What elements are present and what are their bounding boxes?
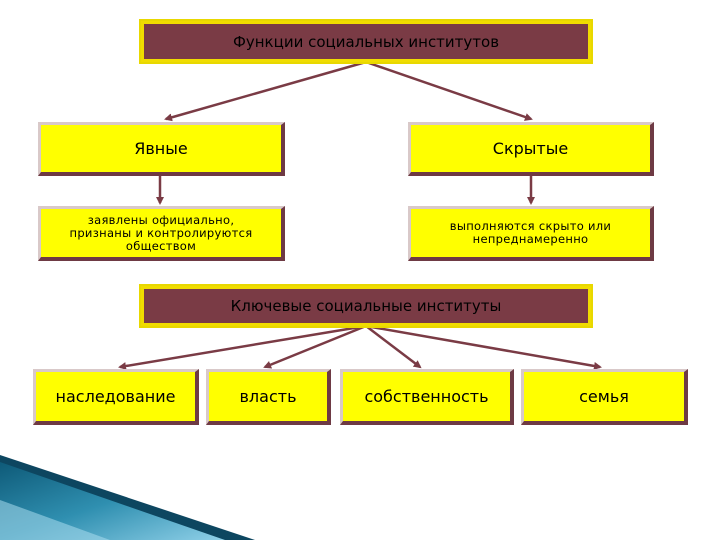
arrow-to-explicit bbox=[164, 60, 367, 122]
institution-inheritance-box: наследование bbox=[33, 369, 199, 425]
explicit-box: Явные bbox=[38, 122, 285, 176]
arrow-to-hidden bbox=[365, 60, 533, 121]
corner-swoosh-highlight bbox=[0, 500, 110, 540]
institution-family: семья bbox=[579, 387, 629, 406]
explicit-desc-line3: обществом bbox=[125, 238, 197, 253]
explicit-desc-line2: признаны и контролируются bbox=[69, 225, 253, 240]
hidden-label: Скрытые bbox=[492, 139, 569, 158]
functions-title-box: Функции социальных институтов bbox=[139, 19, 593, 64]
arrow-to-family bbox=[365, 324, 602, 370]
explicit-desc-box: заявлены официально, признаны и контроли… bbox=[38, 206, 285, 261]
institution-power: власть bbox=[239, 387, 297, 406]
institution-family-box: семья bbox=[521, 369, 688, 425]
arrow-to-property bbox=[365, 325, 422, 369]
hidden-desc-box: выполняются скрыто или непреднамеренно bbox=[408, 206, 654, 261]
institution-property-box: собственность bbox=[340, 369, 514, 425]
functions-title: Функции социальных институтов bbox=[232, 32, 500, 51]
institution-property: собственность bbox=[364, 387, 489, 406]
institution-inheritance: наследование bbox=[55, 387, 176, 406]
key-institutions-title: Ключевые социальные институты bbox=[230, 297, 502, 315]
arrow-to-inheritance bbox=[118, 324, 367, 370]
explicit-desc-line1: заявлены официально, bbox=[87, 212, 235, 227]
hidden-desc-line2: непреднамеренно bbox=[472, 232, 589, 246]
explicit-label: Явные bbox=[134, 139, 188, 158]
hidden-desc-line1: выполняются скрыто или bbox=[449, 219, 612, 233]
hidden-box: Скрытые bbox=[408, 122, 654, 176]
arrow-to-power bbox=[263, 324, 367, 369]
institution-power-box: власть bbox=[206, 369, 331, 425]
key-institutions-title-box: Ключевые социальные институты bbox=[139, 284, 593, 328]
